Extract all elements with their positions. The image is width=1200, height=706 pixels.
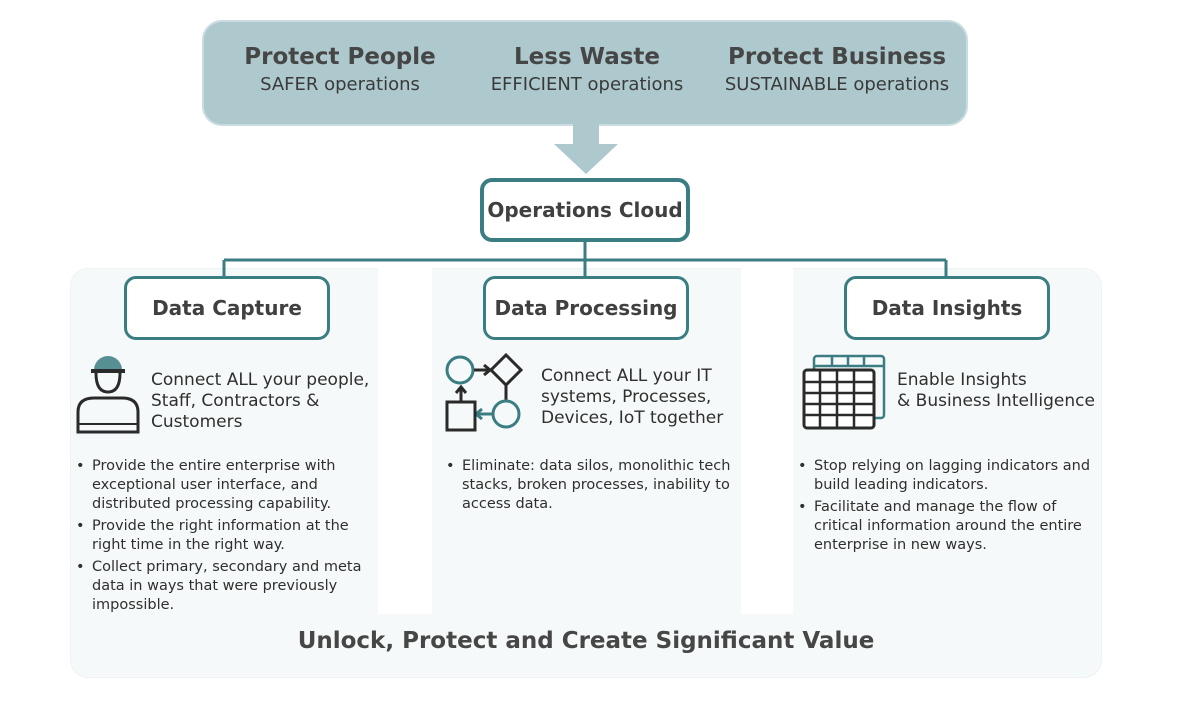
lead-line: & Business Intelligence [897, 391, 1095, 411]
list-item: Provide the entire enterprise with excep… [76, 457, 372, 514]
goal-subtitle: SUSTAINABLE operations [724, 74, 950, 95]
data-processing-header: Data Processing [483, 276, 689, 340]
goal-protect-people: Protect People SAFER operations [238, 42, 442, 98]
list-item: Provide the right information at the rig… [76, 517, 372, 555]
lead-line: Customers [151, 412, 243, 432]
goal-protect-business: Protect Business SUSTAINABLE operations [720, 42, 954, 98]
list-item: Stop relying on lagging indicators and b… [798, 457, 1100, 495]
goal-less-waste: Less Waste EFFICIENT operations [480, 42, 694, 98]
data-capture-lead: Connect ALL your people, Staff, Contract… [151, 370, 377, 433]
list-item: Eliminate: data silos, monolithic tech s… [446, 457, 738, 514]
lead-line: Devices, IoT together [541, 408, 724, 428]
goals-banner: Protect People SAFER operations Less Was… [202, 20, 968, 126]
list-item: Collect primary, secondary and meta data… [76, 558, 372, 615]
goal-title: Protect People [244, 44, 436, 70]
goal-subtitle: SAFER operations [260, 74, 420, 95]
operations-cloud-box: Operations Cloud [480, 178, 690, 242]
data-processing-lead: Connect ALL your IT systems, Processes, … [541, 366, 741, 429]
goal-title: Protect Business [727, 44, 947, 70]
lead-line: systems, Processes, [541, 387, 712, 407]
lead-line: Connect ALL your IT [541, 366, 712, 386]
panel-divider [378, 268, 432, 614]
down-arrow-icon [554, 124, 618, 174]
process-flow-icon [445, 352, 524, 432]
data-insights-lead: Enable Insights & Business Intelligence [897, 370, 1101, 412]
panel-divider [741, 268, 793, 614]
value-statement: Unlock, Protect and Create Significant V… [297, 628, 875, 654]
worker-icon [76, 356, 140, 434]
data-capture-bullets: Provide the entire enterprise with excep… [76, 457, 372, 618]
lead-line: Connect ALL your people, [151, 370, 370, 390]
data-insights-header: Data Insights [844, 276, 1050, 340]
goal-subtitle: EFFICIENT operations [490, 74, 684, 95]
data-insights-bullets: Stop relying on lagging indicators and b… [798, 457, 1100, 558]
lead-line: Enable Insights [897, 370, 1027, 390]
list-item: Facilitate and manage the flow of critic… [798, 498, 1100, 555]
data-capture-header: Data Capture [124, 276, 330, 340]
lead-line: Staff, Contractors & [151, 391, 320, 411]
spreadsheet-icon [802, 354, 886, 430]
goal-title: Less Waste [514, 44, 660, 70]
data-processing-bullets: Eliminate: data silos, monolithic tech s… [446, 457, 738, 517]
